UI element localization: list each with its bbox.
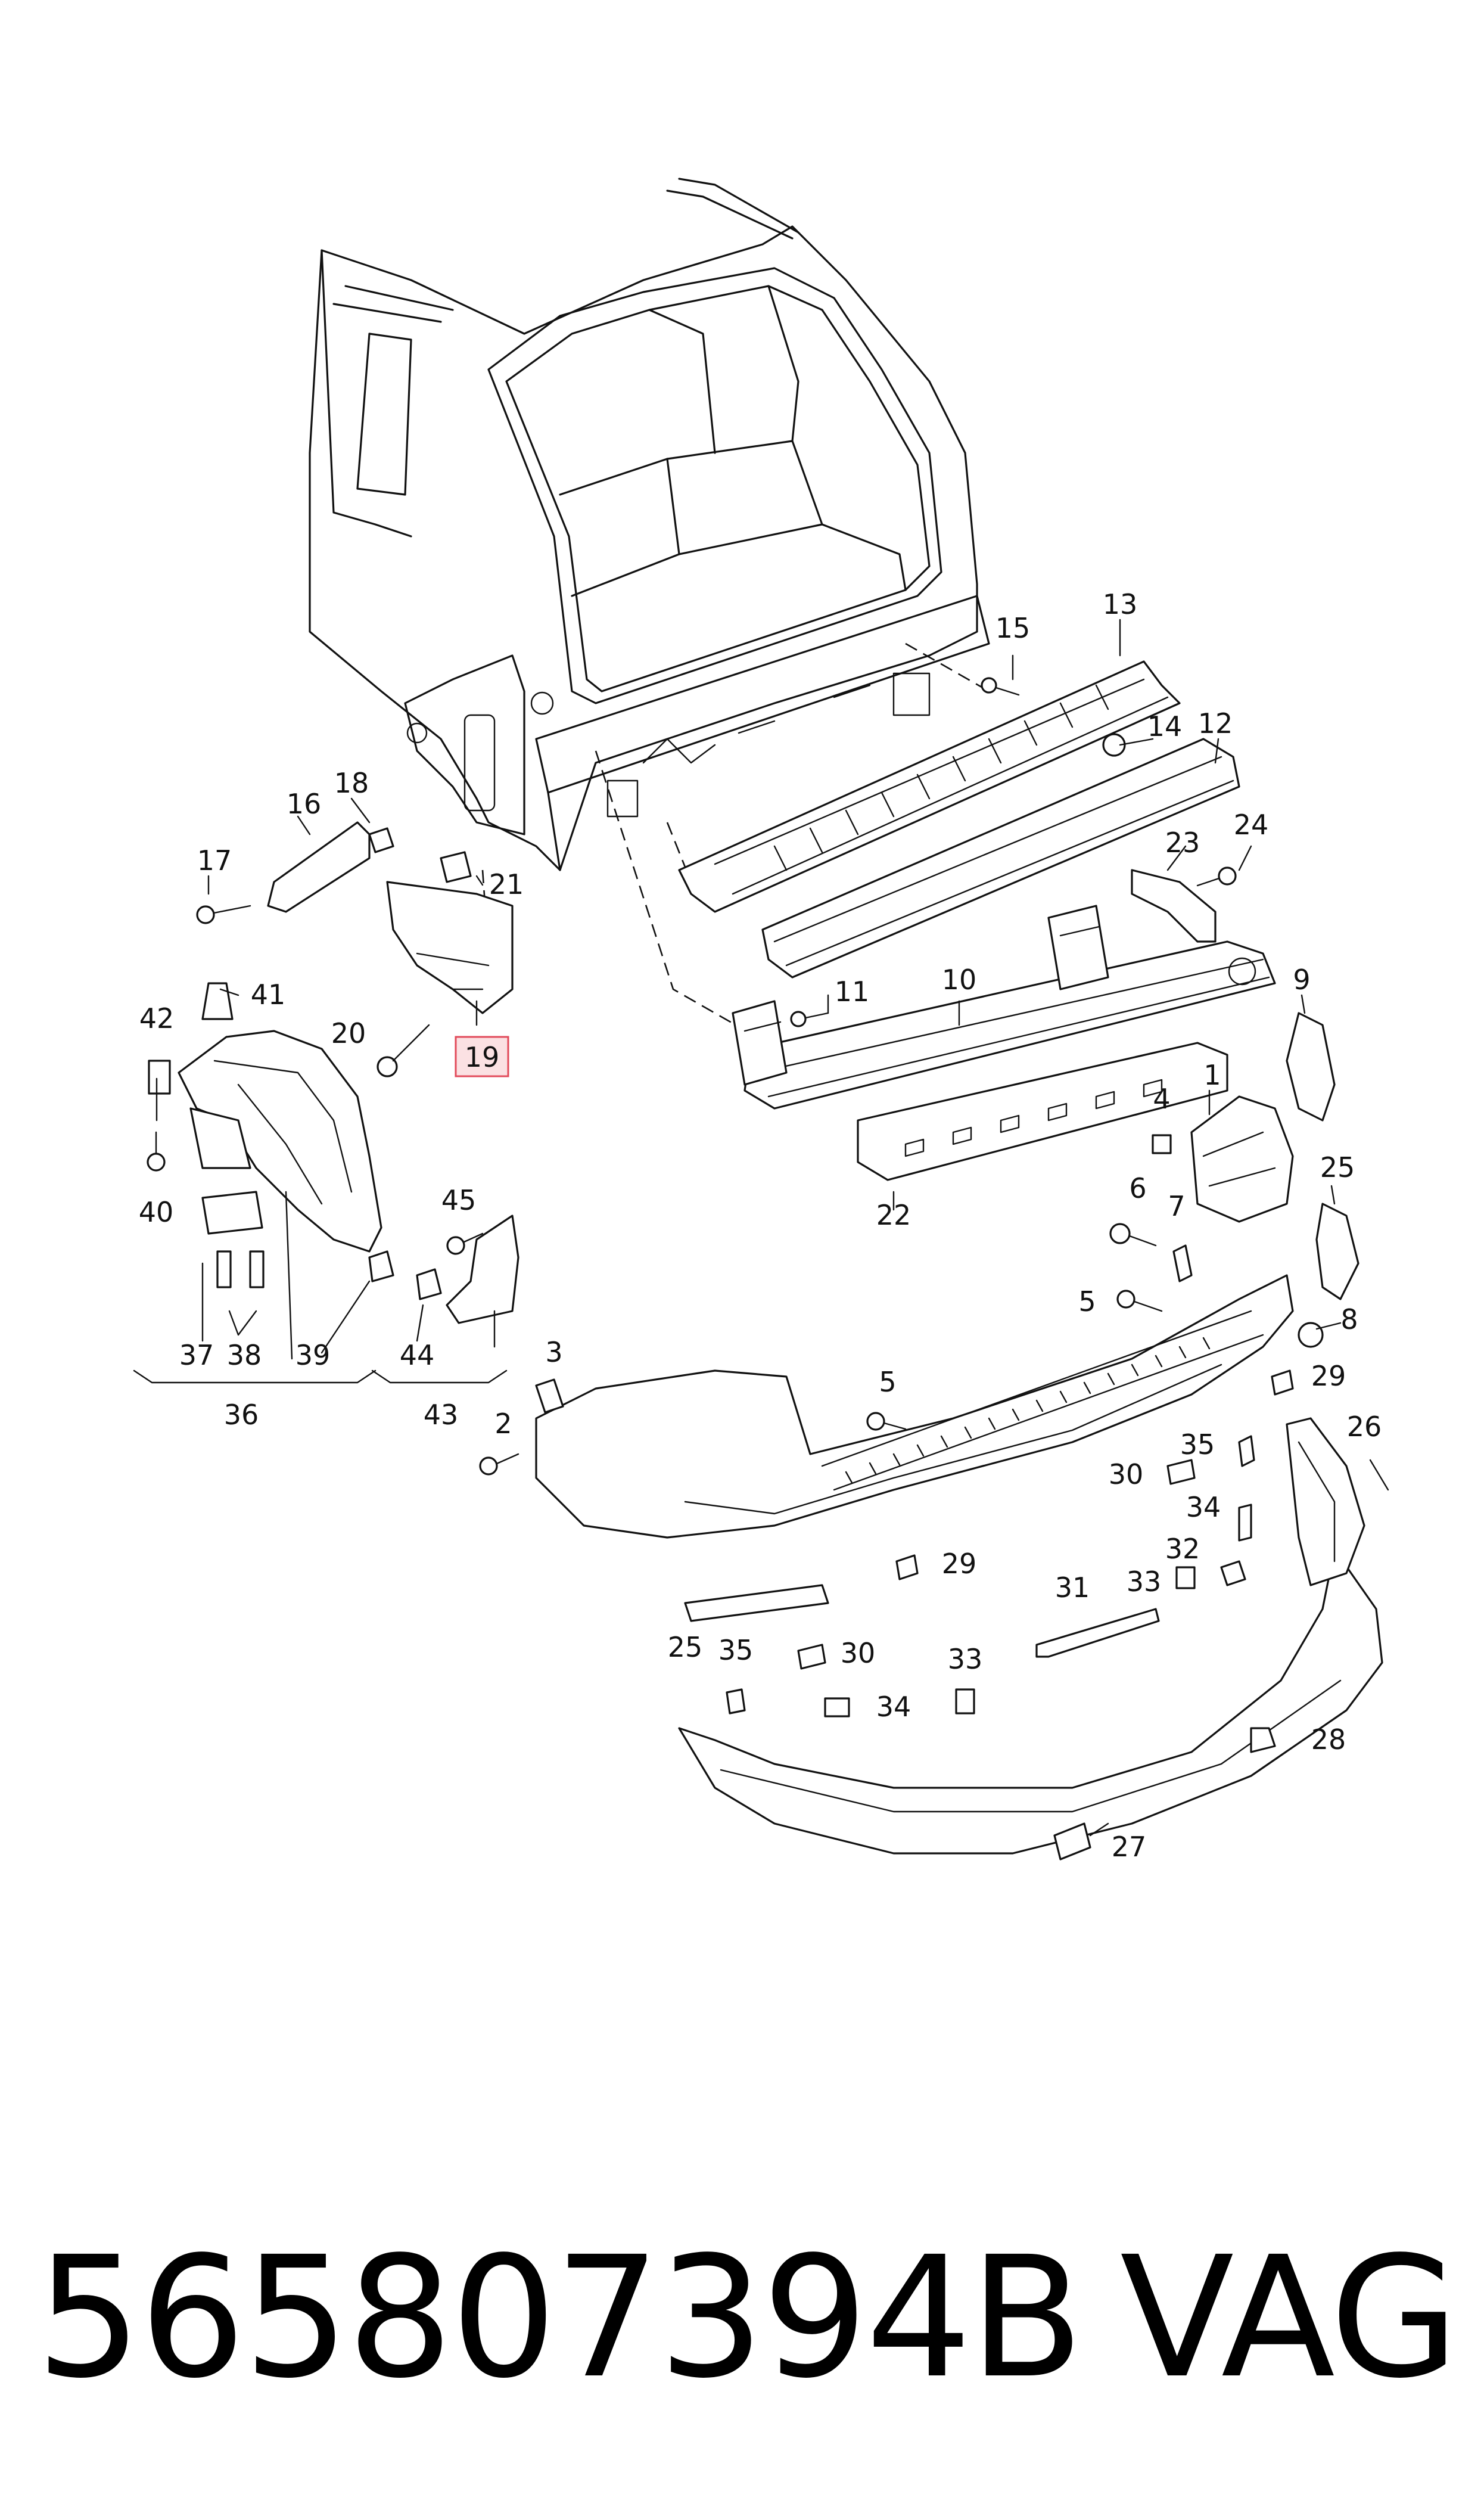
- part-43-mud-flap: [446, 1215, 519, 1324]
- callout-19: 19: [465, 1041, 500, 1073]
- fasteners: [147, 677, 1324, 1860]
- callout-41: 41: [251, 979, 286, 1011]
- callout-32: 32: [1165, 1533, 1200, 1565]
- callout-34-right: 34: [1186, 1491, 1221, 1523]
- callout-11: 11: [835, 976, 870, 1008]
- part-16-bracket: [267, 821, 371, 913]
- part-12-foam-absorber: [761, 738, 1240, 979]
- part-25-reflector-trim-right: [1315, 1203, 1359, 1300]
- callout-24: 24: [1234, 809, 1269, 841]
- callout-35-right: 35: [1180, 1428, 1215, 1461]
- callout-27: 27: [1112, 1831, 1147, 1863]
- callout-29-lower: 29: [942, 1548, 977, 1580]
- callout-5-lower: 5: [879, 1366, 896, 1398]
- part-23-bracket: [1131, 869, 1217, 943]
- callout-33-lower: 33: [948, 1643, 983, 1675]
- callout-45: 45: [441, 1184, 477, 1216]
- callout-29-upper: 29: [1311, 1360, 1346, 1392]
- callout-37: 37: [179, 1339, 214, 1371]
- callout-25-lower: 25: [668, 1631, 703, 1663]
- callout-8: 8: [1340, 1303, 1358, 1335]
- callout-4: 4: [1153, 1083, 1170, 1115]
- callout-30-right: 30: [1109, 1458, 1144, 1490]
- callout-25-right: 25: [1320, 1151, 1355, 1184]
- callout-31: 31: [1055, 1571, 1090, 1604]
- callout-15: 15: [995, 612, 1031, 644]
- part-9-side-trim: [1286, 1012, 1336, 1122]
- callout-21: 21: [489, 868, 524, 900]
- part-19-wheel-arch-deflector: [386, 881, 514, 1014]
- callout-labels: 13 15 12 14 24 23 10 11 9 22 1 4 6 7 25 …: [139, 588, 1382, 1863]
- callout-9: 9: [1293, 964, 1310, 996]
- vehicle-body: [309, 178, 990, 871]
- callout-38: 38: [227, 1339, 262, 1371]
- callout-10: 10: [942, 964, 977, 996]
- callout-18: 18: [334, 767, 369, 799]
- part-10-bumper-carrier: [732, 905, 1276, 1110]
- callout-26: 26: [1347, 1411, 1382, 1443]
- callout-23: 23: [1165, 827, 1200, 859]
- highlight-box-part-19: [455, 1036, 509, 1077]
- callout-39: 39: [295, 1339, 331, 1371]
- upper-bumper-cover: [535, 1274, 1294, 1539]
- callout-30-lower: 30: [841, 1637, 876, 1669]
- callout-13: 13: [1103, 588, 1138, 620]
- callout-7: 7: [1168, 1190, 1185, 1222]
- callout-14: 14: [1147, 710, 1183, 743]
- part-1-side-guide: [1190, 1095, 1294, 1223]
- callout-44: 44: [400, 1339, 435, 1371]
- callout-1: 1: [1203, 1059, 1221, 1091]
- footer: 565807394B VAG: [0, 2229, 1484, 2408]
- callout-33-right: 33: [1127, 1566, 1162, 1598]
- callout-28: 28: [1311, 1723, 1346, 1756]
- callout-16: 16: [287, 788, 322, 820]
- callout-36: 36: [224, 1399, 259, 1431]
- callout-12: 12: [1198, 707, 1233, 740]
- part-number: 565807394B: [36, 2221, 1084, 2415]
- assembly-guides: [481, 642, 990, 1038]
- part-26-lower-bumper-cover: [678, 1417, 1383, 1855]
- callout-42: 42: [139, 1002, 175, 1035]
- brand-label: VAG: [1120, 2221, 1459, 2415]
- callout-2: 2: [494, 1408, 512, 1440]
- callout-43: 43: [424, 1399, 459, 1431]
- callout-22: 22: [876, 1199, 911, 1231]
- callout-6: 6: [1129, 1172, 1146, 1204]
- callout-40: 40: [139, 1196, 174, 1228]
- part-13-upper-impact-absorber: [678, 660, 1181, 913]
- callout-17: 17: [197, 844, 232, 877]
- leader-lines: [133, 619, 1389, 1491]
- callout-34-lower: 34: [876, 1691, 911, 1723]
- callout-5-upper: 5: [1078, 1285, 1096, 1318]
- part-36-wheel-housing-liner: [178, 1030, 382, 1253]
- callout-3: 3: [545, 1336, 562, 1368]
- part-22-lower-absorber: [857, 1042, 1228, 1181]
- callout-35-lower: 35: [718, 1634, 754, 1666]
- callout-20: 20: [331, 1017, 366, 1049]
